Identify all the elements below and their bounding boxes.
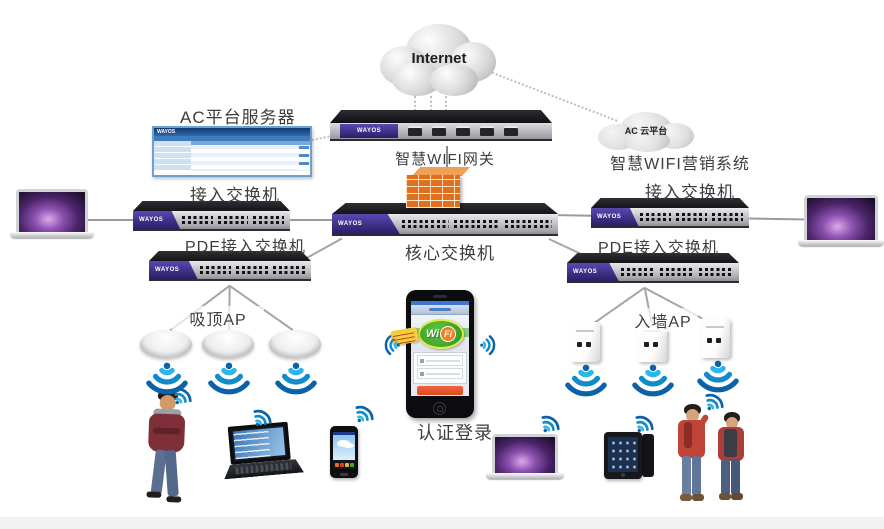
bottom-strip	[0, 517, 884, 529]
ceiling-ap-2	[202, 330, 254, 358]
access-switch-left-label: 接入交换机	[190, 186, 280, 205]
wifi-logo: Wi Fi	[418, 319, 464, 349]
internet-cloud-icon: Internet	[380, 20, 498, 100]
auth-login-label: 认证登录	[417, 423, 493, 443]
phone-screen: Wi Fi	[411, 301, 469, 396]
wifi-wave-icon	[146, 362, 188, 395]
client-tablet	[604, 432, 656, 479]
core-switch-brand: WAYOS	[332, 214, 400, 234]
ac-server-label: AC平台服务器	[180, 108, 296, 127]
internet-gateway-dotted-link-2	[430, 96, 432, 115]
portal-login-form	[413, 352, 467, 384]
server-table	[191, 141, 310, 171]
server-toolbar	[154, 136, 310, 141]
wifi-icon	[541, 415, 560, 433]
core-switch-device: WAYOS	[332, 203, 558, 236]
internet-label: Internet	[411, 50, 467, 67]
wifi-wave-icon	[275, 362, 317, 395]
server-titlebar: WAYOS	[154, 128, 310, 136]
portal-header	[411, 305, 469, 315]
smart-wifi-gateway-device: WAYOS	[330, 110, 552, 141]
client-people-pair	[676, 402, 758, 514]
phone-home-button	[433, 402, 446, 415]
ceiling-ap-3	[269, 330, 321, 358]
marketing-system-label: 智慧WIFI营销系统	[610, 156, 750, 173]
pde-switch-left-device: WAYOS	[149, 251, 311, 281]
access-switch-left-device: WAYOS	[133, 201, 290, 231]
wifi-wave-icon	[565, 364, 607, 397]
ac-cloud-label: AC 云平台	[624, 126, 668, 136]
wifi-wave-icon	[697, 360, 739, 393]
wall-ap-3	[700, 318, 730, 358]
wifi-wave-icon	[384, 335, 400, 356]
firewall-icon	[406, 167, 471, 209]
gateway-port	[480, 126, 494, 136]
wifi-icon	[355, 405, 374, 423]
access-switch-right-device: WAYOS	[591, 198, 749, 228]
wifi-icon	[705, 393, 724, 411]
wall-ap-label: 入墙AP	[628, 308, 698, 332]
pde-switch-right-label: PDE接入交换机	[598, 240, 719, 257]
access-switch-right-label: 接入交换机	[645, 183, 735, 202]
auth-phone: Wi Fi	[406, 290, 474, 418]
client-macbook-bottom	[486, 434, 564, 479]
phone-speaker	[433, 295, 447, 298]
wall-ap-1	[570, 322, 600, 362]
client-smartphone	[330, 426, 358, 478]
pde-switch-left-label: PDE接入交换机	[185, 239, 306, 256]
client-macbook-right	[798, 195, 884, 246]
core-switch-label: 核心交换机	[405, 244, 495, 263]
pde-switch-right-device: WAYOS	[567, 253, 739, 283]
wifi-wave-icon	[208, 362, 250, 395]
internet-gateway-dotted-link-1	[414, 96, 416, 115]
gateway-brand: WAYOS	[340, 124, 398, 138]
ceiling-ap-label: 吸顶AP	[172, 306, 264, 330]
internet-gateway-dotted-link-3	[445, 96, 447, 115]
portal-login-button	[417, 386, 463, 395]
wifi-icon	[635, 415, 654, 433]
server-sidebar	[154, 141, 192, 171]
ac-cloud-icon: AC 云平台	[598, 110, 694, 152]
ceiling-ap-1	[140, 330, 192, 358]
gateway-port	[504, 126, 518, 136]
gateway-port	[408, 126, 422, 136]
client-person-male	[132, 389, 200, 513]
wifi-wave-icon	[480, 335, 496, 356]
portal-password-field	[417, 368, 463, 379]
ac-server-console-window: WAYOS	[152, 126, 312, 177]
gateway-port	[456, 126, 470, 136]
wifi-wave-icon	[632, 364, 674, 397]
portal-username-field	[417, 355, 463, 366]
wifi-icon	[253, 409, 272, 427]
wifi-icon	[173, 387, 192, 405]
gateway-label: 智慧WIFI网关	[395, 151, 495, 168]
gateway-port	[432, 126, 446, 136]
client-macbook-left	[10, 189, 94, 238]
